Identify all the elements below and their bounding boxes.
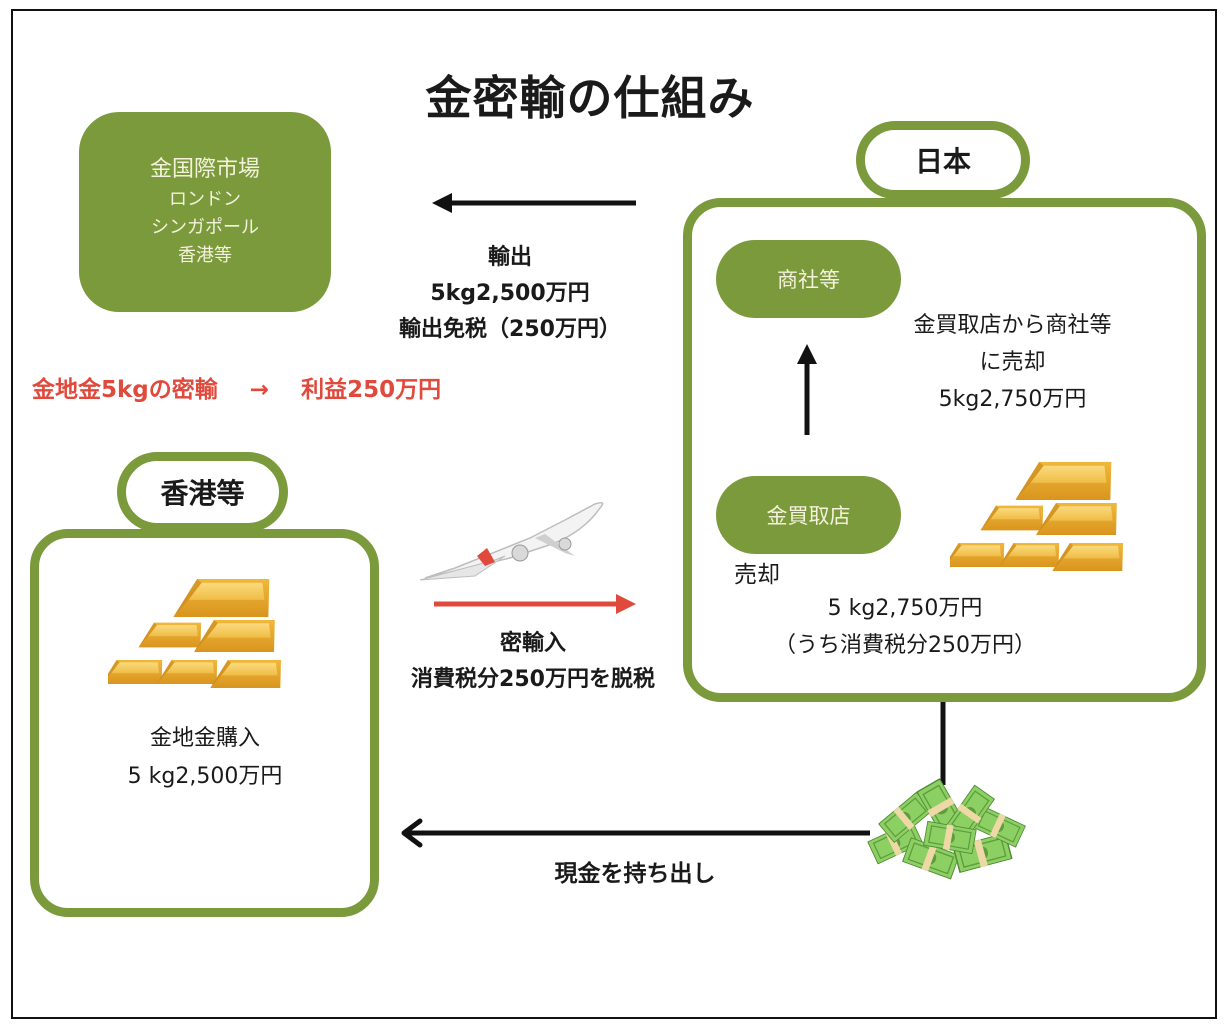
sale-label: 売却 xyxy=(734,562,780,588)
market-line: 金国際市場 xyxy=(149,157,260,182)
market-line: シンガポール xyxy=(151,217,259,238)
sale-to-corp-text: 金買取店から商社等 に売却 5kg2,750万円 xyxy=(880,307,1145,418)
trading-company-pill: 商社等 xyxy=(716,240,901,318)
sale-to-corp-line: 5kg2,750万円 xyxy=(938,387,1087,412)
market-line: 香港等 xyxy=(178,245,232,266)
hongkong-box xyxy=(30,529,379,917)
profit-note-arrow: → xyxy=(249,377,270,403)
purchase-line: 金地金購入 xyxy=(149,726,260,751)
purchase-line: 5 kg2,500万円 xyxy=(127,764,283,789)
profit-note: 金地金5kgの密輸 → 利益250万円 xyxy=(32,370,441,404)
sale-to-corp-line: に売却 xyxy=(979,350,1046,375)
hongkong-tag: 香港等 xyxy=(117,452,288,532)
sale-amount-text: 5 kg2,750万円 （うち消費税分250万円） xyxy=(730,590,1080,664)
sale-amount-line: 5 kg2,750万円 xyxy=(827,596,983,621)
export-label: 輸出 5kg2,500万円 輸出免税（250万円） xyxy=(370,240,650,348)
profit-note-left: 金地金5kgの密輸 xyxy=(32,377,218,403)
cash-label: 現金を持ち出し xyxy=(554,861,716,887)
hongkong-purchase-text: 金地金購入 5 kg2,500万円 xyxy=(60,720,350,796)
japan-box xyxy=(683,198,1206,702)
export-line: 輸出 xyxy=(487,245,532,270)
diagram-title: 金密輸の仕組み xyxy=(425,71,755,125)
market-line: ロンドン xyxy=(169,189,241,210)
smuggle-line: 消費税分250万円を脱税 xyxy=(411,667,655,692)
profit-note-right: 利益250万円 xyxy=(301,377,442,403)
smuggle-label: 密輸入 消費税分250万円を脱税 xyxy=(378,626,688,698)
gold-buyer-pill: 金買取店 xyxy=(716,476,901,554)
export-line: 輸出免税（250万円） xyxy=(399,317,621,342)
smuggle-line: 密輸入 xyxy=(499,631,566,656)
sale-amount-line: （うち消費税分250万円） xyxy=(774,633,1036,658)
international-market-box: 金国際市場 ロンドン シンガポール 香港等 xyxy=(79,112,331,312)
export-line: 5kg2,500万円 xyxy=(430,281,590,306)
sale-to-corp-line: 金買取店から商社等 xyxy=(913,313,1112,338)
japan-tag: 日本 xyxy=(856,121,1030,199)
